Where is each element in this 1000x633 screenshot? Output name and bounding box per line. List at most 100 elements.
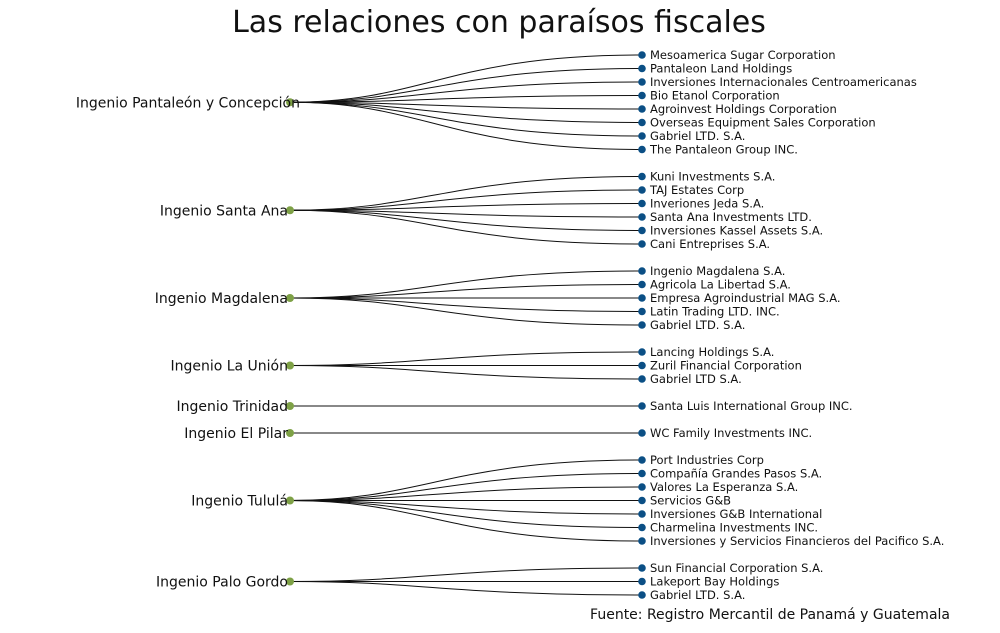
child-label-servicios-gandb: Servicios G&B — [650, 494, 731, 508]
child-node-bio-etanol-corporation — [638, 91, 646, 100]
parent-node-ingenio-santa-ana — [286, 206, 294, 215]
edge-ingenio-magdalena-1 — [289, 284, 643, 299]
edge-ingenio-pantaleon-y-concepcion-4 — [289, 101, 643, 110]
parent-label-ingenio-magdalena: Ingenio Magdalena — [155, 291, 288, 307]
child-label-lakeport-bay-holdings: Lakeport Bay Holdings — [650, 575, 779, 589]
edge-ingenio-tulula-5 — [289, 500, 643, 528]
child-node-servicios-gandb — [638, 496, 646, 505]
child-node-port-industries-corp — [638, 456, 646, 464]
child-label-wc-family-investments-inc: WC Family Investments INC. — [650, 426, 812, 440]
child-node-sun-financial-corporation-s-a — [638, 564, 646, 572]
child-node-zuril-financial-corporation — [638, 361, 646, 370]
child-node-inversiones-gandb-international — [638, 510, 646, 518]
edge-ingenio-santa-ana-4 — [289, 209, 643, 231]
child-label-port-industries-corp: Port Industries Corp — [650, 453, 764, 467]
child-node-inversiones-y-servicios-financieros-del-pacifico-s-a — [638, 537, 646, 545]
child-node-cani-entreprises-s-a — [638, 240, 646, 248]
child-label-lancing-holdings-s-a: Lancing Holdings S.A. — [650, 345, 774, 359]
edge-ingenio-tulula-1 — [289, 473, 643, 501]
child-node-ingenio-magdalena-s-a — [638, 267, 646, 275]
child-label-overseas-equipment-sales-corporation: Overseas Equipment Sales Corporation — [650, 116, 876, 130]
edge-ingenio-tulula-0 — [289, 459, 643, 501]
edge-ingenio-pantaleon-y-concepcion-5 — [289, 101, 643, 123]
parent-node-ingenio-el-pilar — [286, 429, 294, 437]
edge-ingenio-santa-ana-0 — [289, 176, 643, 211]
child-label-inversiones-internacionales-centroamericanas: Inversiones Internacionales Centroameric… — [650, 75, 917, 89]
edge-ingenio-magdalena-0 — [289, 270, 643, 299]
child-label-sun-financial-corporation-s-a: Sun Financial Corporation S.A. — [650, 561, 823, 575]
child-node-santa-luis-international-group-inc — [638, 402, 646, 410]
edge-ingenio-santa-ana-3 — [289, 209, 643, 218]
child-node-compania-grandes-pasos-s-a — [638, 469, 646, 478]
child-node-charmelina-investments-inc — [638, 523, 646, 532]
child-label-mesoamerica-sugar-corporation: Mesoamerica Sugar Corporation — [650, 48, 836, 62]
child-label-inversiones-kassel-assets-s-a: Inversiones Kassel Assets S.A. — [650, 224, 823, 238]
child-label-kuni-investments-s-a: Kuni Investments S.A. — [650, 170, 775, 184]
child-label-agricola-la-libertad-s-a: Agricola La Libertad S.A. — [650, 278, 791, 292]
child-node-gabriel-ltd-s-a — [638, 321, 646, 329]
child-node-latin-trading-ltd-inc — [638, 307, 646, 316]
child-node-inversiones-kassel-assets-s-a — [638, 226, 646, 235]
child-node-gabriel-ltd-s-a — [638, 591, 646, 599]
child-node-wc-family-investments-inc — [638, 429, 646, 437]
parent-label-ingenio-palo-gordo: Ingenio Palo Gordo — [156, 575, 288, 591]
edge-ingenio-la-union-2 — [289, 365, 643, 380]
child-label-charmelina-investments-inc: Charmelina Investments INC. — [650, 521, 818, 535]
edge-ingenio-pantaleon-y-concepcion-3 — [289, 95, 643, 103]
child-label-santa-luis-international-group-inc: Santa Luis International Group INC. — [650, 399, 853, 413]
child-label-compania-grandes-pasos-s-a: Compañía Grandes Pasos S.A. — [650, 467, 822, 481]
child-label-bio-etanol-corporation: Bio Etanol Corporation — [650, 89, 780, 103]
child-label-inversiones-gandb-international: Inversiones G&B International — [650, 507, 822, 521]
child-node-mesoamerica-sugar-corporation — [638, 51, 646, 59]
child-node-valores-la-esperanza-s-a — [638, 483, 646, 491]
edge-ingenio-pantaleon-y-concepcion-1 — [289, 68, 643, 103]
source-note: Fuente: Registro Mercantil de Panamá y G… — [590, 607, 950, 623]
child-label-taj-estates-corp: TAJ Estates Corp — [649, 183, 744, 197]
child-node-santa-ana-investments-ltd — [638, 213, 646, 221]
child-label-gabriel-ltd-s-a: Gabriel LTD. S.A. — [650, 318, 745, 332]
child-label-the-pantaleon-group-inc: The Pantaleon Group INC. — [649, 143, 798, 157]
child-label-ingenio-magdalena-s-a: Ingenio Magdalena S.A. — [650, 264, 785, 278]
child-node-inveriones-jeda-s-a — [638, 199, 646, 208]
child-label-santa-ana-investments-ltd: Santa Ana Investments LTD. — [650, 210, 812, 224]
diagram-title: Las relaciones con paraísos fiscales — [232, 5, 766, 40]
child-label-cani-entreprises-s-a: Cani Entreprises S.A. — [650, 237, 770, 251]
edge-ingenio-pantaleon-y-concepcion-7 — [289, 101, 643, 150]
child-node-the-pantaleon-group-inc — [638, 145, 646, 154]
child-node-overseas-equipment-sales-corporation — [638, 118, 646, 127]
parent-node-ingenio-la-union — [286, 361, 294, 370]
child-label-gabriel-ltd-s-a: Gabriel LTD. S.A. — [650, 588, 745, 602]
child-label-pantaleon-land-holdings: Pantaleon Land Holdings — [650, 62, 792, 76]
edge-ingenio-pantaleon-y-concepcion-2 — [289, 81, 643, 103]
child-label-inversiones-y-servicios-financieros-del-pacifico-s-a: Inversiones y Servicios Financieros del … — [650, 534, 944, 548]
child-label-latin-trading-ltd-inc: Latin Trading LTD. INC. — [650, 305, 780, 319]
edge-ingenio-pantaleon-y-concepcion-6 — [289, 101, 643, 137]
child-label-zuril-financial-corporation: Zuril Financial Corporation — [650, 359, 802, 373]
child-node-kuni-investments-s-a — [638, 172, 646, 181]
parent-label-ingenio-santa-ana: Ingenio Santa Ana — [160, 203, 288, 219]
parent-node-ingenio-tulula — [286, 496, 294, 505]
child-node-pantaleon-land-holdings — [638, 64, 646, 73]
edge-ingenio-la-union-0 — [289, 351, 643, 366]
edge-ingenio-palo-gordo-0 — [289, 567, 643, 582]
child-node-lakeport-bay-holdings — [638, 577, 646, 586]
edges-layer — [289, 54, 643, 596]
edge-ingenio-santa-ana-5 — [289, 209, 643, 245]
child-node-agricola-la-libertad-s-a — [638, 280, 646, 289]
child-node-inversiones-internacionales-centroamericanas — [638, 78, 646, 86]
parent-label-ingenio-la-union: Ingenio La Unión — [170, 359, 288, 375]
child-label-inveriones-jeda-s-a: Inveriones Jeda S.A. — [650, 197, 764, 211]
child-label-gabriel-ltd-s-a: Gabriel LTD S.A. — [650, 372, 742, 386]
parent-label-ingenio-tulula: Ingenio Tululá — [191, 494, 288, 510]
edge-ingenio-santa-ana-1 — [289, 189, 643, 211]
child-label-valores-la-esperanza-s-a: Valores La Esperanza S.A. — [650, 480, 798, 494]
parent-node-ingenio-pantaleon-y-concepcion — [286, 98, 294, 107]
edge-ingenio-magdalena-3 — [289, 297, 643, 312]
parent-label-ingenio-trinidad: Ingenio Trinidad — [176, 399, 288, 415]
child-node-taj-estates-corp — [638, 186, 646, 194]
child-label-empresa-agroindustrial-mag-s-a: Empresa Agroindustrial MAG S.A. — [650, 291, 841, 305]
parent-label-ingenio-pantaleon-y-concepcion: Ingenio Pantaleón y Concepción — [76, 95, 300, 111]
child-label-agroinvest-holdings-corporation: Agroinvest Holdings Corporation — [650, 102, 837, 116]
